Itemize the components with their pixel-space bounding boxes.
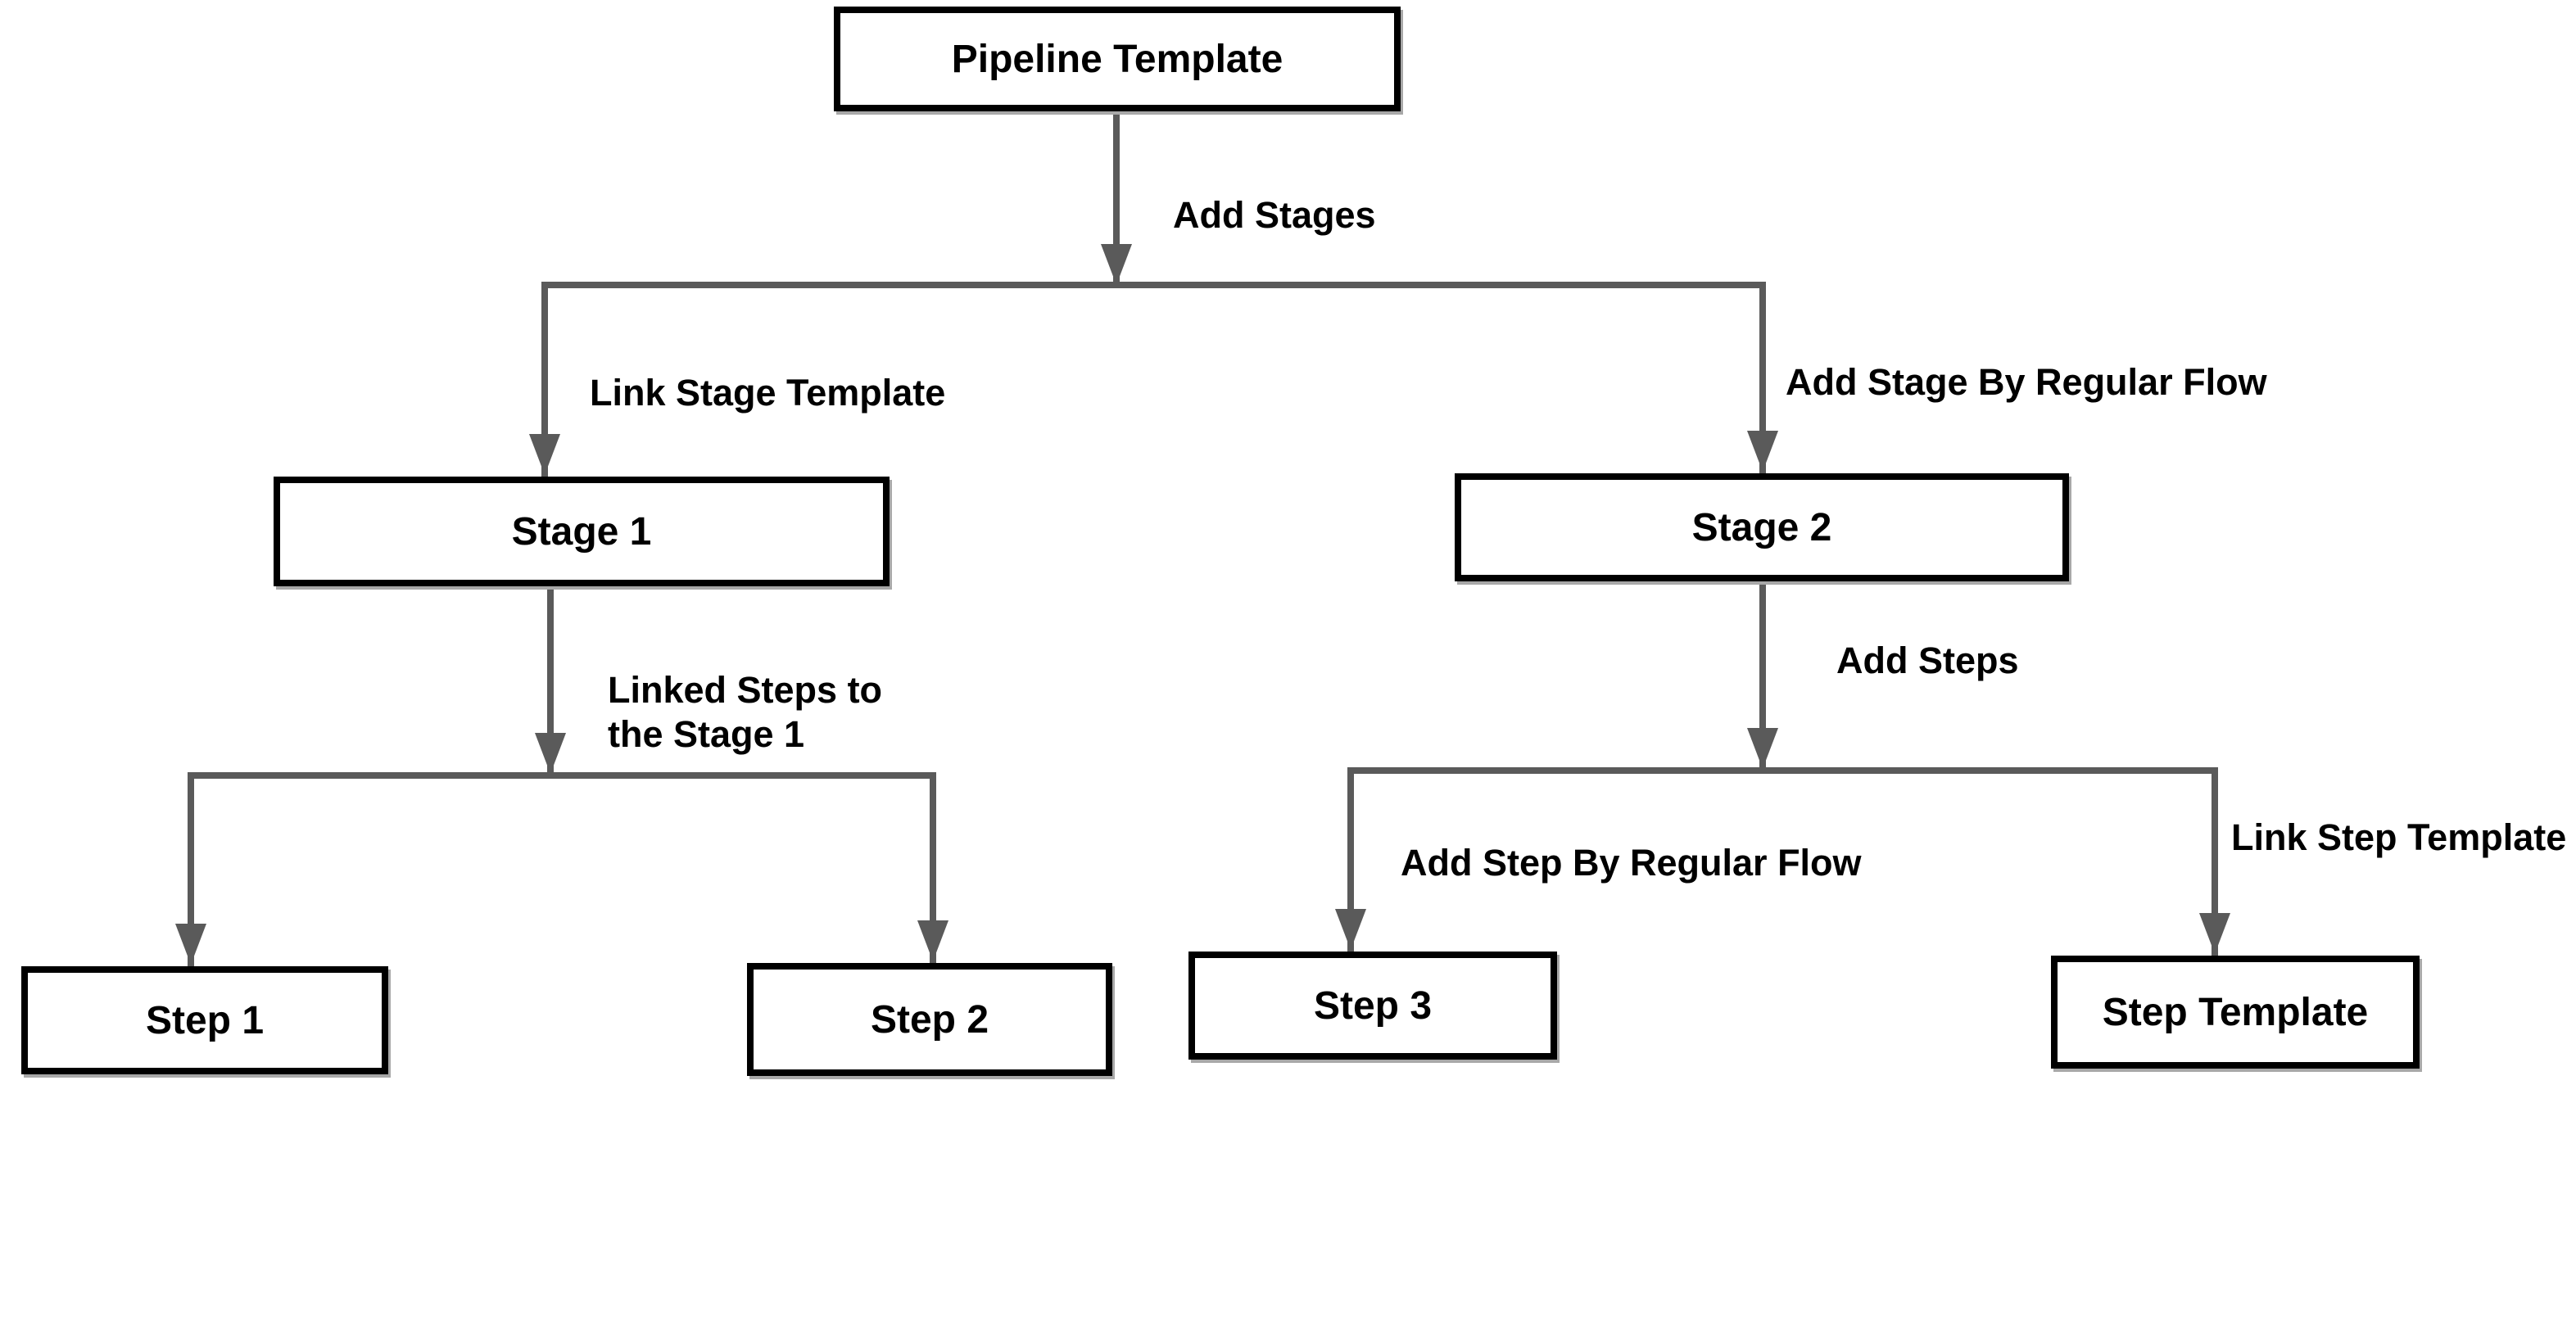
edge-label-line: the Stage 1 xyxy=(608,713,805,755)
node-step-2-label: Step 2 xyxy=(870,997,989,1042)
edge-label-link-stage-template: Link Stage Template xyxy=(590,372,946,414)
edge-label-linked-steps-to-the-stage-1: Linked Steps to the Stage 1 xyxy=(608,668,882,757)
node-step-template: Step Template xyxy=(2051,956,2420,1069)
node-stage-1: Stage 1 xyxy=(274,477,890,586)
node-stage-2-label: Stage 2 xyxy=(1691,505,1832,549)
node-step-1-label: Step 1 xyxy=(145,998,265,1042)
node-step-1: Step 1 xyxy=(21,966,388,1074)
edge-label-add-steps: Add Steps xyxy=(1836,640,2019,681)
node-stage-1-label: Stage 1 xyxy=(511,509,652,554)
node-step-3: Step 3 xyxy=(1188,952,1557,1060)
edge-label-add-step-by-regular-flow: Add Step By Regular Flow xyxy=(1401,842,1862,884)
node-step-2: Step 2 xyxy=(747,963,1112,1076)
node-pipeline-template: Pipeline Template xyxy=(834,7,1401,111)
node-step-template-label: Step Template xyxy=(2102,990,2369,1034)
edge-label-add-stages: Add Stages xyxy=(1173,194,1376,236)
edge-label-line: Linked Steps to xyxy=(608,669,883,711)
edge-label-link-step-template: Link Step Template xyxy=(2231,816,2567,858)
node-pipeline-template-label: Pipeline Template xyxy=(951,37,1283,81)
node-step-3-label: Step 3 xyxy=(1313,983,1433,1028)
edge-label-add-stage-by-regular-flow: Add Stage By Regular Flow xyxy=(1786,361,2267,403)
node-stage-2: Stage 2 xyxy=(1455,473,2069,581)
